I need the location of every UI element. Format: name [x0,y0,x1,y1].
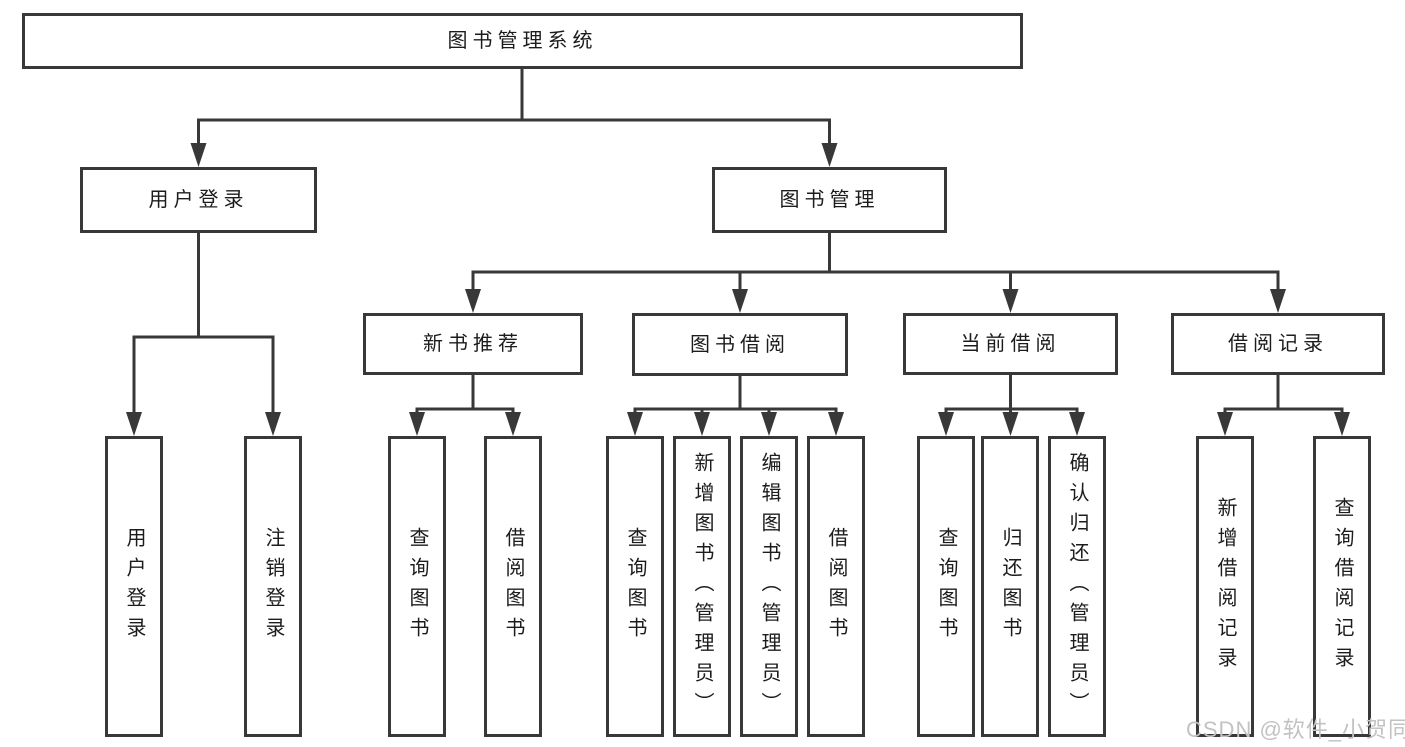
node-book-borrowing: 图书借阅 [632,313,848,376]
leaf-records-add-record: 新增借阅记录 [1196,436,1254,737]
leaf-recommend-borrow-books: 借阅图书 [484,436,542,737]
leaf-current-confirm-return: 确认归还（管理员） [1048,436,1106,737]
leaf-user-login: 用户登录 [105,436,163,737]
watermark: CSDN @软件_小贺同学 [1186,717,1405,742]
leaf-borrowing-borrow-books: 借阅图书 [807,436,865,737]
node-book-management: 图书管理 [712,167,947,233]
leaf-borrowing-add-books: 新增图书（管理员） [673,436,731,737]
leaf-recommend-query-books: 查询图书 [388,436,446,737]
node-user-login: 用户登录 [80,167,317,233]
leaf-current-return-books: 归还图书 [981,436,1039,737]
node-new-book-recommend: 新书推荐 [363,313,583,375]
leaf-current-query-books: 查询图书 [917,436,975,737]
node-borrowing-records: 借阅记录 [1171,313,1385,375]
leaf-borrowing-edit-books: 编辑图书（管理员） [740,436,798,737]
leaf-logout: 注销登录 [244,436,302,737]
leaf-borrowing-query-books: 查询图书 [606,436,664,737]
node-root: 图书管理系统 [22,13,1023,69]
leaf-records-query-record: 查询借阅记录 [1313,436,1371,737]
node-current-borrowing: 当前借阅 [903,313,1118,375]
